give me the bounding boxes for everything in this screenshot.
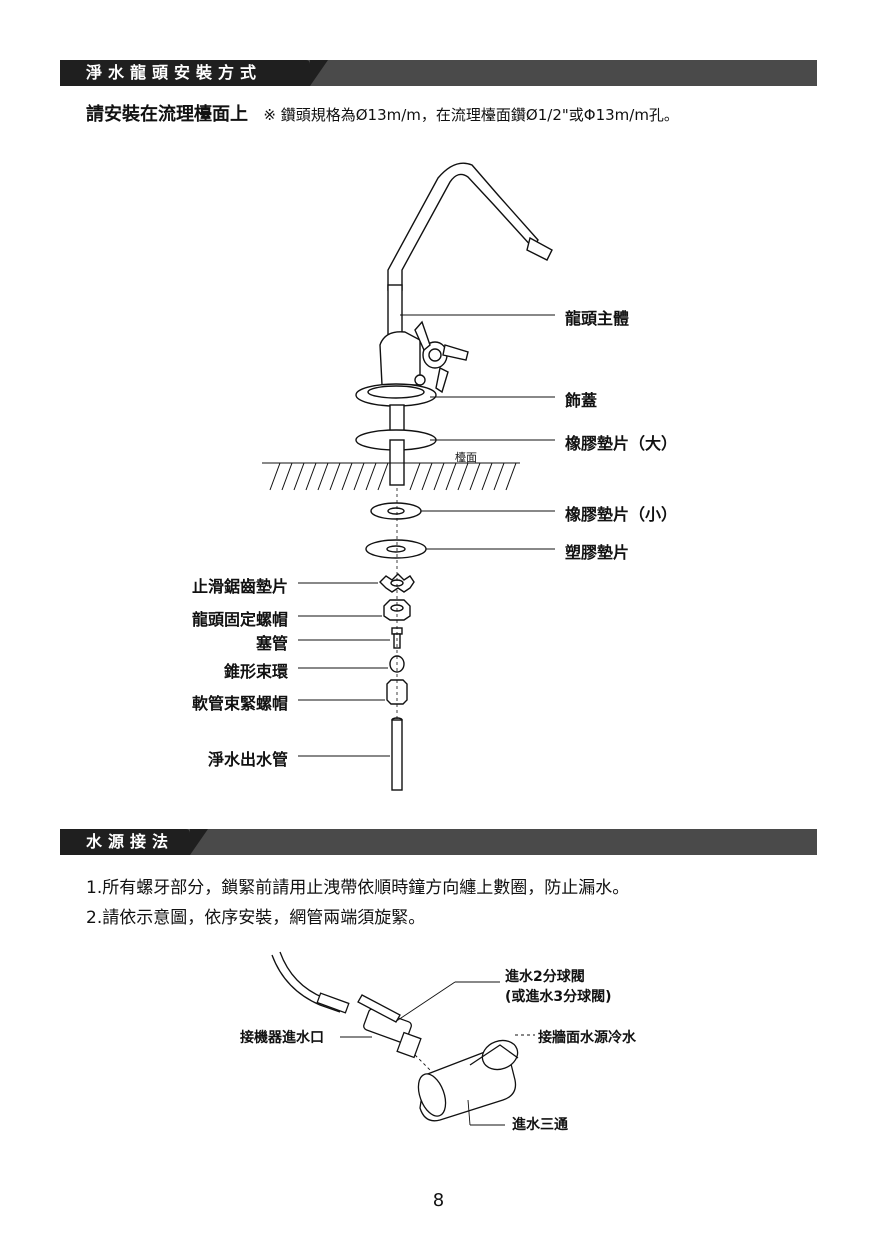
tee-wall-port (481, 1039, 519, 1071)
label-counter: 檯面 (455, 451, 477, 464)
ball-valve-thread (396, 1031, 422, 1059)
section-header-tab (60, 60, 328, 86)
label-ball-valve-line1: 進水2分球閥 (505, 969, 585, 985)
label-plastic-gasket: 塑膠墊片 (565, 543, 630, 562)
outlet-tube (391, 719, 403, 791)
label-outlet-tube: 淨水出水管 (207, 750, 288, 769)
label-water-tee: 進水三通 (512, 1117, 568, 1133)
label-faucet-body: 龍頭主體 (565, 309, 630, 328)
label-lock-washer: 止滑鋸齒墊片 (191, 577, 288, 596)
page-number: 8 (432, 1190, 445, 1211)
label-gasket-large: 橡膠墊片（大） (565, 434, 678, 453)
faucet-body-housing (379, 331, 421, 386)
label-gasket-small: 橡膠墊片（小） (565, 505, 678, 524)
install-instruction-strong: 請安裝在流理檯面上 (86, 104, 248, 125)
ball-valve-handle (357, 994, 401, 1023)
label-machine-inlet: 接機器進水口 (240, 1030, 324, 1046)
faucet-spout-tip (526, 236, 553, 261)
section-title-water: 水源接法 (86, 832, 175, 851)
counter-hatch (262, 462, 520, 491)
label-ferrule: 錐形束環 (223, 662, 288, 681)
label-tube-nut: 軟管束緊螺帽 (191, 694, 288, 713)
label-fixing-nut: 龍頭固定螺帽 (191, 610, 288, 629)
install-instruction: 請安裝在流理檯面上 ※ 鑽頭規格為Ø13m/m，在流理檯面鑽Ø1/2"或Φ13m… (86, 100, 679, 126)
label-wall-cold-water: 接牆面水源冷水 (538, 1030, 636, 1046)
section-header-tab-2 (60, 829, 208, 855)
section-title-faucet: 淨水龍頭安裝方式 (86, 63, 263, 82)
faucet-handle-lever (414, 320, 431, 352)
step-2: 2.請依示意圖，依序安裝，網管兩端須旋緊。 (86, 908, 426, 928)
label-insert: 塞管 (255, 634, 288, 653)
drill-spec-note: ※ 鑽頭規格為Ø13m/m，在流理檯面鑽Ø1/2"或Φ13m/m孔。 (263, 106, 679, 124)
label-cover: 飾蓋 (565, 391, 598, 410)
inlet-hose (271, 954, 341, 1013)
label-ball-valve-line2: (或進水3分球閥) (505, 989, 612, 1005)
step-1: 1.所有螺牙部分，鎖緊前請用止洩帶依順時鐘方向纏上數圈，防止漏水。 (86, 878, 630, 898)
